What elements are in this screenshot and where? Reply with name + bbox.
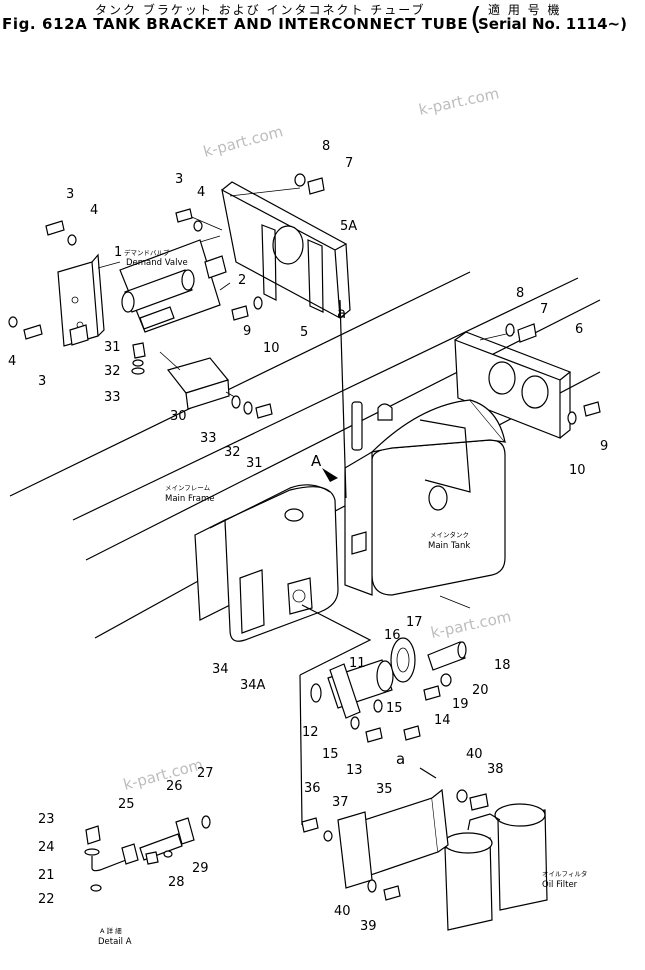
watermark-2: k-part.com — [417, 84, 501, 119]
serial-japanese: 適 用 号 機 — [488, 3, 562, 17]
title-japanese: タンク ブラケット および インタコネクト チューブ — [95, 3, 426, 17]
oil-filter — [443, 803, 548, 931]
callout-15: 15 — [386, 701, 403, 716]
figure-title: Fig. 612A TANK BRACKET AND INTERCONNECT … — [2, 15, 469, 33]
callout-1: 1 — [114, 245, 122, 260]
callout-34a: 34A — [240, 678, 266, 693]
serial-open-paren: ( — [470, 2, 482, 37]
hardware — [8, 173, 601, 901]
callout-27: 27 — [197, 766, 214, 781]
callout-18: 18 — [494, 658, 511, 673]
upper-bracket-plate — [221, 181, 351, 320]
callout-34: 34 — [212, 662, 229, 677]
callout-31: 31 — [104, 340, 121, 355]
callout-9: 9 — [243, 324, 251, 339]
demand-valve-label: Demand Valve — [126, 258, 188, 268]
ref-letter-A: A — [311, 452, 322, 470]
watermark-3: k-part.com — [429, 607, 513, 642]
callout-21: 21 — [38, 868, 55, 883]
callout-33: 33 — [104, 390, 121, 405]
callout-4: 4 — [8, 354, 16, 369]
detail-a-label: Detail A — [98, 937, 132, 947]
callout-36: 36 — [304, 781, 321, 796]
callout-35: 35 — [376, 782, 393, 797]
main-tank — [344, 399, 507, 596]
callout-29: 29 — [192, 861, 209, 876]
auxiliary-tank — [194, 484, 339, 642]
watermark-4: k-part.com — [121, 755, 205, 794]
serial-range: Serial No. 1114~) — [478, 15, 627, 33]
callout-2: 2 — [238, 273, 246, 288]
callout-5a: 5A — [340, 219, 357, 234]
callout-33: 33 — [200, 431, 217, 446]
callout-23: 23 — [38, 812, 55, 827]
callout-3: 3 — [66, 187, 74, 202]
main-tank-label: Main Tank — [428, 541, 470, 551]
callout-24: 24 — [38, 840, 55, 855]
callout-26: 26 — [166, 779, 183, 794]
detail-a-parts — [84, 815, 211, 892]
callout-28: 28 — [168, 875, 185, 890]
callout-13: 13 — [346, 763, 363, 778]
reference-lines — [97, 187, 516, 826]
detail-a-jp-label: A 詳 細 — [100, 926, 122, 935]
watermark-1: k-part.com — [201, 122, 285, 161]
callout-9: 9 — [600, 439, 608, 454]
callout-6: 6 — [575, 322, 583, 337]
demand-valve-jp-label: デマンドバルブ — [124, 248, 170, 257]
callout-3: 3 — [175, 172, 183, 187]
callout-40: 40 — [334, 904, 351, 919]
callout-19: 19 — [452, 697, 469, 712]
callout-32: 32 — [224, 445, 241, 460]
callout-40: 40 — [466, 747, 483, 762]
callout-5: 5 — [300, 325, 308, 340]
oil-filter-jp-label: オイルフィルタ — [542, 869, 587, 878]
main-tank-jp-label: メインタンク — [430, 530, 469, 539]
callout-11: 11 — [349, 656, 366, 671]
callout-30: 30 — [170, 409, 187, 424]
callout-10: 10 — [263, 341, 280, 356]
callout-22: 22 — [38, 892, 55, 907]
demand-valve-assembly — [57, 239, 227, 347]
callout-17: 17 — [406, 615, 423, 630]
callout-37: 37 — [332, 795, 349, 810]
interconnect-tube — [310, 637, 467, 719]
callout-8: 8 — [322, 139, 330, 154]
callout-32: 32 — [104, 364, 121, 379]
callout-10: 10 — [569, 463, 586, 478]
callout-14: 14 — [434, 713, 451, 728]
caption-labels: デマンドバルブ Demand Valve メインフレーム Main Frame … — [98, 248, 587, 947]
callout-20: 20 — [472, 683, 489, 698]
filter-bracket-35 — [337, 788, 449, 889]
main-frame-jp-label: メインフレーム — [165, 484, 211, 492]
callout-12: 12 — [302, 725, 319, 740]
ref-letter-a-lower: a — [396, 750, 405, 768]
callout-38: 38 — [487, 762, 504, 777]
callout-31: 31 — [246, 456, 263, 471]
callout-4: 4 — [197, 185, 205, 200]
callout-16: 16 — [384, 628, 401, 643]
callout-3: 3 — [38, 374, 46, 389]
callout-4: 4 — [90, 203, 98, 218]
callout-25: 25 — [118, 797, 135, 812]
callout-7: 7 — [540, 302, 548, 317]
callout-numbers: 1 2 3 3 3 4 4 4 5 5A 6 7 7 8 8 9 9 10 10… — [8, 139, 608, 934]
callout-8: 8 — [516, 286, 524, 301]
right-bracket-plate — [454, 331, 572, 439]
small-bracket-30 — [166, 357, 230, 410]
callout-39: 39 — [360, 919, 377, 934]
ref-letter-a-upper: a — [337, 304, 346, 322]
callout-15: 15 — [322, 747, 339, 762]
callout-7: 7 — [345, 156, 353, 171]
main-frame-label: Main Frame — [165, 494, 214, 504]
oil-filter-label: Oil Filter — [542, 880, 578, 890]
